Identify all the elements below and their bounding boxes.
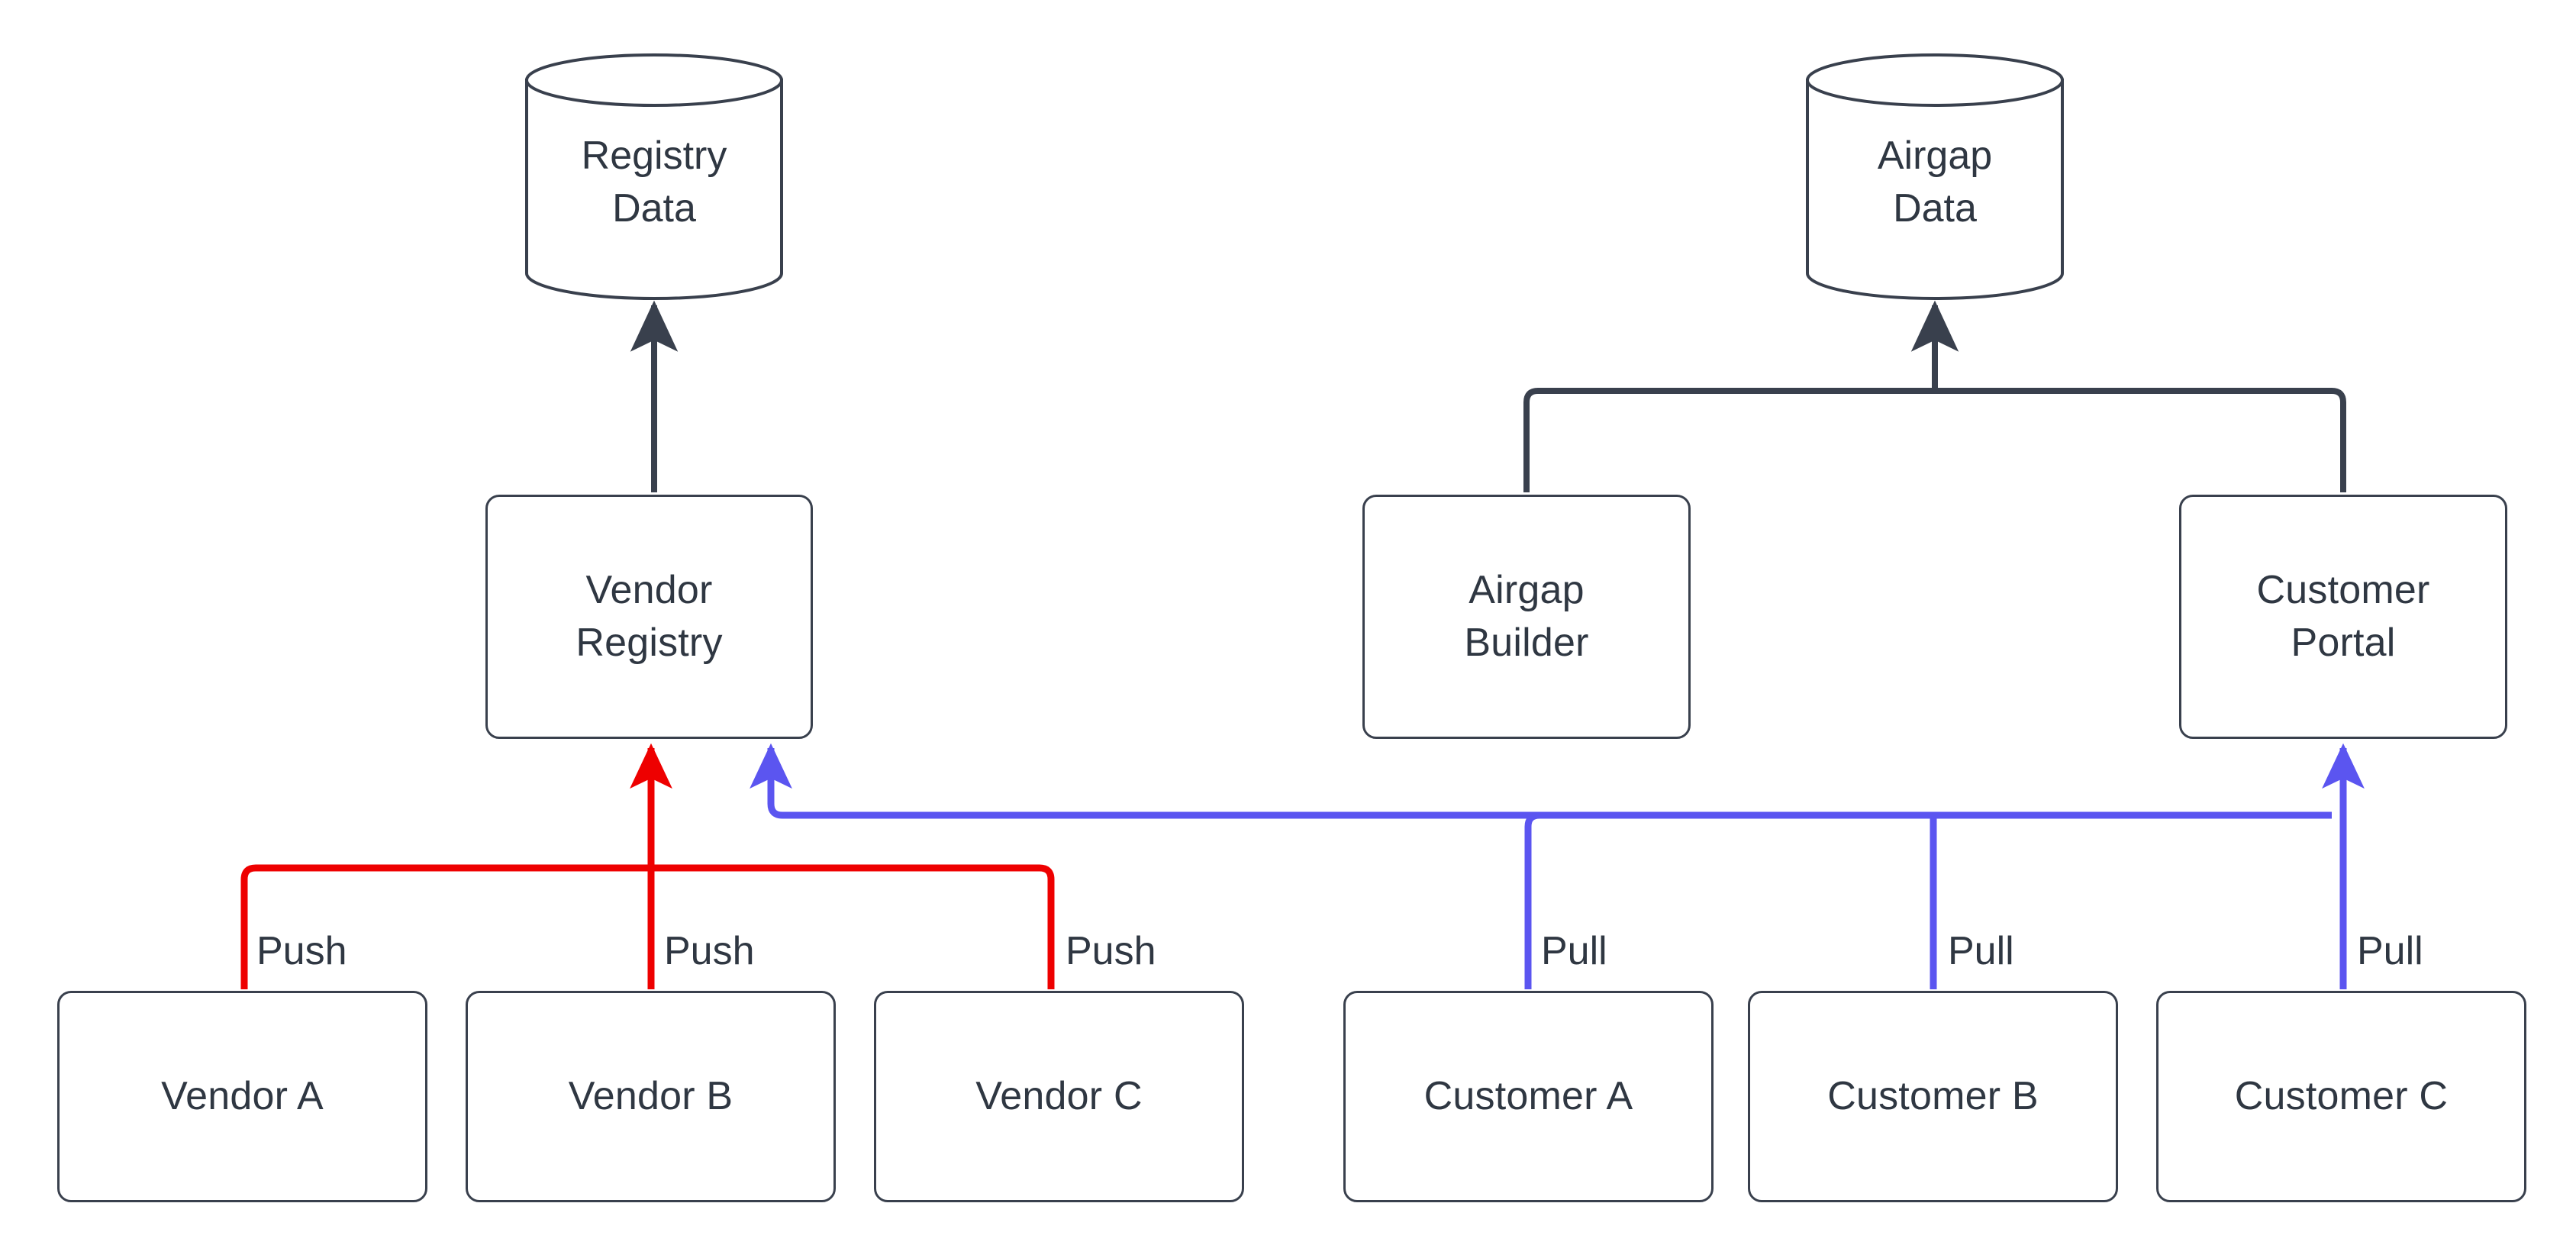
edge-label-pull-customer-c: Pull bbox=[2352, 931, 2428, 971]
node-customer-b[interactable]: Customer B bbox=[1748, 991, 2118, 1202]
node-customer-portal[interactable]: Customer Portal bbox=[2179, 495, 2507, 739]
node-airgap-builder[interactable]: Airgap Builder bbox=[1362, 495, 1691, 739]
edge-pull-bus-to-vendor-registry bbox=[750, 743, 1539, 819]
edge-label-pull-customer-b: Pull bbox=[1943, 931, 2019, 971]
node-vendor-registry[interactable]: Vendor Registry bbox=[485, 495, 813, 739]
airgap-data-cylinder-shape bbox=[1806, 53, 2064, 300]
airgap-data-label: Airgap Data bbox=[1877, 134, 1993, 231]
edge-label-push-vendor-c: Push bbox=[1061, 931, 1161, 971]
node-vendor-b[interactable]: Vendor B bbox=[466, 991, 836, 1202]
node-vendor-a[interactable]: Vendor A bbox=[57, 991, 427, 1202]
node-customer-a[interactable]: Customer A bbox=[1343, 991, 1714, 1202]
vendor-c-label: Vendor C bbox=[975, 1074, 1143, 1119]
edge-label-pull-customer-a: Pull bbox=[1536, 931, 1612, 971]
vendor-b-label: Vendor B bbox=[568, 1074, 733, 1119]
customer-c-label: Customer C bbox=[2234, 1074, 2449, 1119]
customer-b-label: Customer B bbox=[1827, 1074, 2039, 1119]
node-vendor-c[interactable]: Vendor C bbox=[874, 991, 1244, 1202]
node-customer-c[interactable]: Customer C bbox=[2156, 991, 2526, 1202]
edge-label-push-vendor-a: Push bbox=[252, 931, 352, 971]
airgap-builder-label: Airgap Builder bbox=[1464, 568, 1589, 665]
registry-data-cylinder-shape bbox=[525, 53, 783, 300]
vendor-a-label: Vendor A bbox=[161, 1074, 324, 1119]
edge-label-push-vendor-b: Push bbox=[659, 931, 759, 971]
customer-a-label: Customer A bbox=[1423, 1074, 1633, 1119]
vendor-registry-label: Vendor Registry bbox=[575, 568, 723, 665]
customer-portal-label: Customer Portal bbox=[2256, 568, 2430, 665]
registry-data-label: Registry Data bbox=[581, 134, 727, 231]
